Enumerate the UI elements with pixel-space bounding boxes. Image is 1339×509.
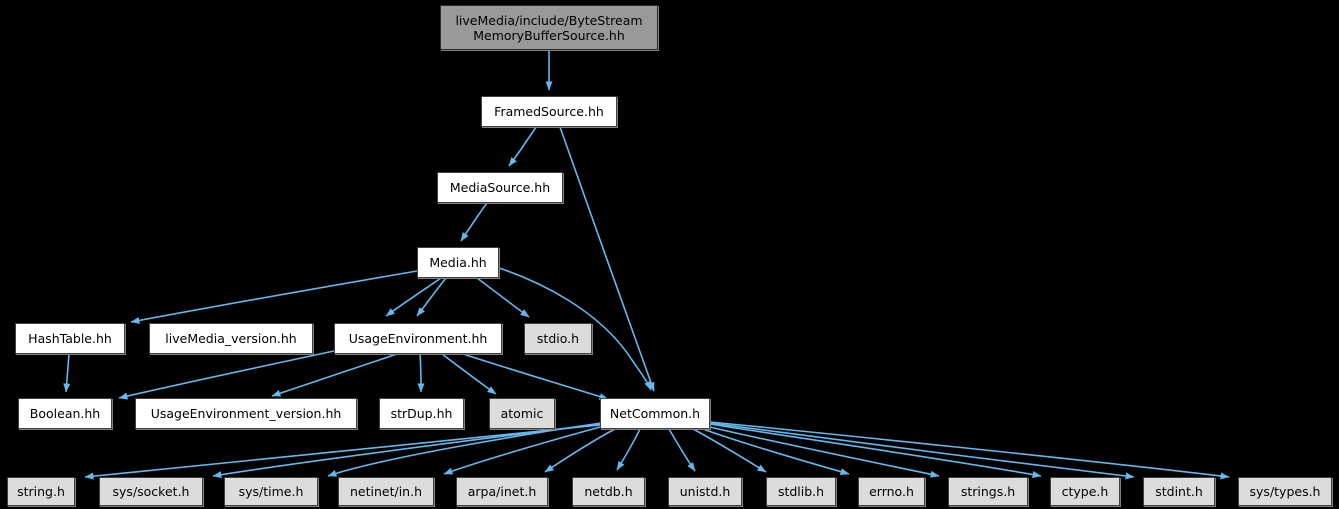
graph-node-label: errno.h: [869, 484, 914, 499]
graph-node-label: unistd.h: [679, 484, 731, 499]
graph-node-netinetin[interactable]: netinet/in.h: [338, 477, 434, 506]
graph-node-label: ctype.h: [1061, 484, 1109, 499]
graph-node-label: NetCommon.h: [609, 406, 701, 421]
graph-node-netcommon[interactable]: NetCommon.h: [600, 398, 710, 429]
graph-node-label: sys/socket.h: [112, 484, 190, 499]
graph-node-label: strings.h: [960, 484, 1016, 499]
graph-node-label: MediaSource.hh: [449, 180, 551, 195]
graph-node-media[interactable]: Media.hh: [417, 247, 499, 278]
graph-node-label: sys/time.h: [238, 484, 304, 499]
graph-edge: [668, 428, 696, 472]
graph-edge: [462, 353, 609, 400]
graph-node-syssocket[interactable]: sys/socket.h: [99, 477, 203, 506]
graph-node-boolean[interactable]: Boolean.hh: [18, 398, 112, 429]
graph-node-stdint[interactable]: stdint.h: [1143, 477, 1215, 506]
graph-edge: [709, 422, 1135, 480]
graph-node-label: stdio.h: [536, 331, 580, 346]
graph-node-label: Media.hh: [429, 255, 487, 270]
graph-node-label: HashTable.hh: [28, 331, 112, 346]
graph-node-label: atomic: [500, 406, 544, 421]
graph-edge: [692, 428, 767, 473]
graph-edge: [498, 267, 652, 391]
graph-edge: [385, 277, 442, 317]
graph-edge: [709, 426, 940, 478]
graph-edge: [476, 277, 530, 318]
graph-node-root[interactable]: liveMedia/include/ByteStream MemoryBuffe…: [440, 5, 658, 50]
graph-node-label: Boolean.hh: [29, 406, 101, 421]
graph-edge: [118, 350, 335, 400]
graph-edge: [441, 353, 497, 395]
graph-node-label: stdlib.h: [777, 484, 825, 499]
graph-edge: [84, 424, 601, 480]
graph-node-hashtable[interactable]: HashTable.hh: [15, 323, 125, 354]
graph-edge: [709, 423, 1042, 478]
graph-node-label: FramedSource.hh: [494, 104, 604, 119]
graph-node-label: netinet/in.h: [349, 484, 422, 499]
graph-node-systypes[interactable]: sys/types.h: [1238, 477, 1332, 506]
graph-node-label: netdb.h: [584, 484, 633, 499]
graph-node-label: string.h: [17, 484, 65, 499]
graph-node-stdio[interactable]: stdio.h: [524, 323, 592, 354]
graph-node-label: stdint.h: [1155, 484, 1203, 499]
graph-edge: [460, 202, 488, 242]
graph-node-netdb[interactable]: netdb.h: [572, 477, 645, 506]
graph-node-framed[interactable]: FramedSource.hh: [481, 96, 617, 127]
graph-edge: [616, 428, 641, 471]
graph-node-errno[interactable]: errno.h: [858, 477, 925, 506]
graph-node-uevversion[interactable]: UsageEnvironment_version.hh: [135, 398, 357, 429]
graph-node-stdlib[interactable]: stdlib.h: [766, 477, 836, 506]
graph-node-systime[interactable]: sys/time.h: [224, 477, 318, 506]
graph-edge: [709, 421, 1230, 480]
graph-edge: [443, 425, 605, 475]
graph-edge: [327, 422, 602, 477]
graph-node-usageenv[interactable]: UsageEnvironment.hh: [334, 323, 502, 354]
graph-node-stringh[interactable]: string.h: [7, 477, 75, 506]
graph-edge: [544, 428, 616, 473]
graph-edge: [416, 277, 447, 317]
graph-node-label: arpa/inet.h: [467, 484, 537, 499]
graph-node-label: UsageEnvironment_version.hh: [150, 406, 342, 421]
graph-edge: [417, 353, 425, 393]
graph-node-lmversion[interactable]: liveMedia_version.hh: [149, 323, 313, 354]
graph-node-ctype[interactable]: ctype.h: [1050, 477, 1120, 506]
graph-node-label: liveMedia_version.hh: [165, 331, 297, 346]
graph-node-label: liveMedia/include/ByteStream MemoryBuffe…: [455, 12, 643, 43]
graph-node-atomic[interactable]: atomic: [489, 398, 555, 429]
graph-edge: [63, 353, 71, 393]
graph-node-arpainet[interactable]: arpa/inet.h: [456, 477, 548, 506]
graph-edge: [271, 353, 398, 397]
graph-edge: [702, 428, 850, 476]
graph-edge: [508, 126, 537, 167]
graph-node-strings[interactable]: strings.h: [948, 477, 1028, 506]
graph-node-unistd[interactable]: unistd.h: [668, 477, 742, 506]
graph-node-label: sys/types.h: [1249, 484, 1321, 499]
graph-node-label: strDup.hh: [390, 406, 453, 421]
graph-edge: [130, 270, 418, 324]
graph-node-strdup[interactable]: strDup.hh: [379, 398, 464, 429]
graph-edge: [559, 126, 655, 392]
graph-node-label: UsageEnvironment.hh: [348, 331, 488, 346]
graph-node-mediasource[interactable]: MediaSource.hh: [437, 172, 563, 203]
